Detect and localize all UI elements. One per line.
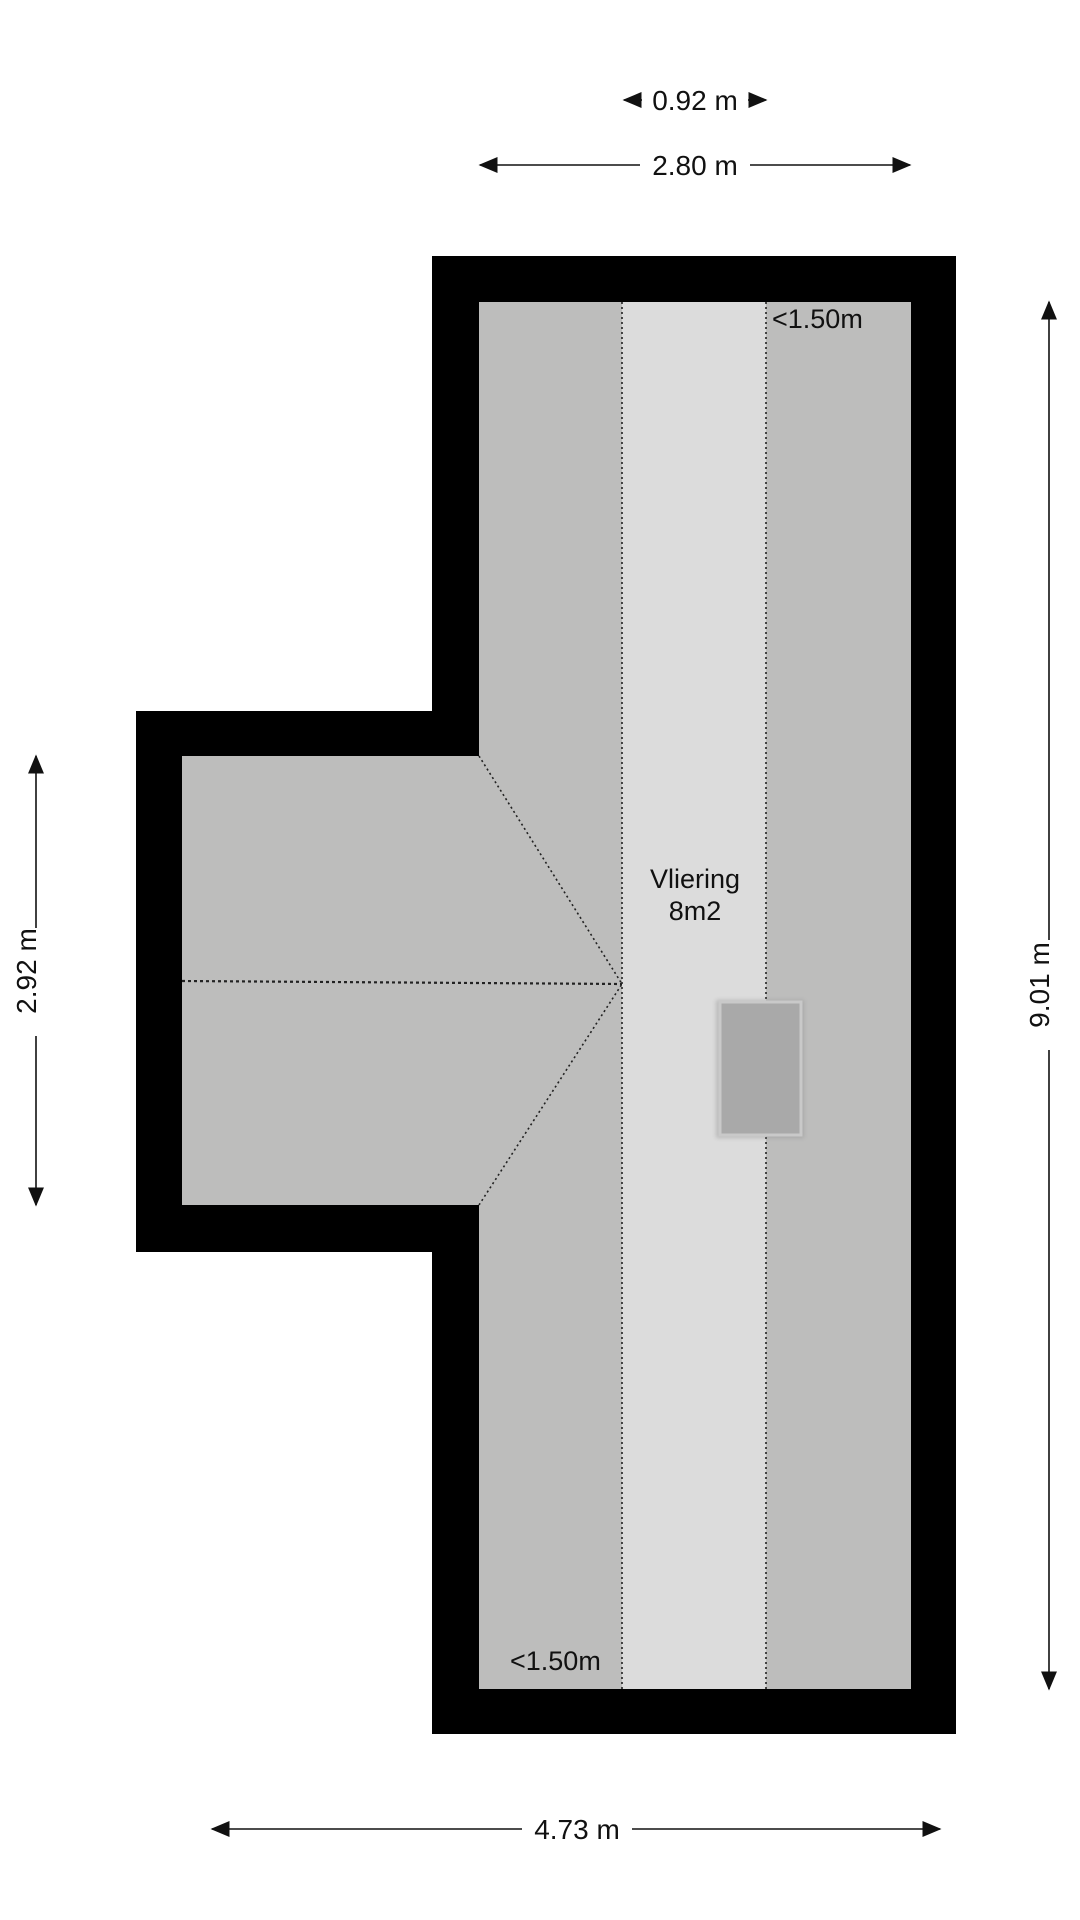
dimension-bottom: 4.73 m xyxy=(210,1814,942,1845)
dimension-left-label: 2.92 m xyxy=(11,928,42,1014)
roof-lines xyxy=(478,302,767,1689)
attic-floor xyxy=(182,302,911,1689)
dimension-right: 9.01 m xyxy=(1024,300,1057,1691)
dimension-right-label: 9.01 m xyxy=(1024,942,1055,1028)
hip-line-lower xyxy=(478,983,623,1206)
height-note-top-right: <1.50m xyxy=(772,304,863,334)
dimension-left: 2.92 m xyxy=(11,754,44,1207)
dormer-ridge-line xyxy=(181,979,623,986)
attic-hatch xyxy=(718,1000,803,1137)
dimension-top-small: 0.92 m xyxy=(622,85,768,116)
dimension-top-wide-label: 2.80 m xyxy=(652,150,738,181)
dimension-bottom-label: 4.73 m xyxy=(534,1814,620,1845)
dimension-top-small-label: 0.92 m xyxy=(652,85,738,116)
full-height-zone xyxy=(622,302,766,1689)
room-area: 8m2 xyxy=(669,896,722,926)
room-name: Vliering xyxy=(650,864,740,894)
height-note-bottom-left: <1.50m xyxy=(510,1646,601,1676)
dimension-top-wide: 2.80 m xyxy=(478,150,912,181)
